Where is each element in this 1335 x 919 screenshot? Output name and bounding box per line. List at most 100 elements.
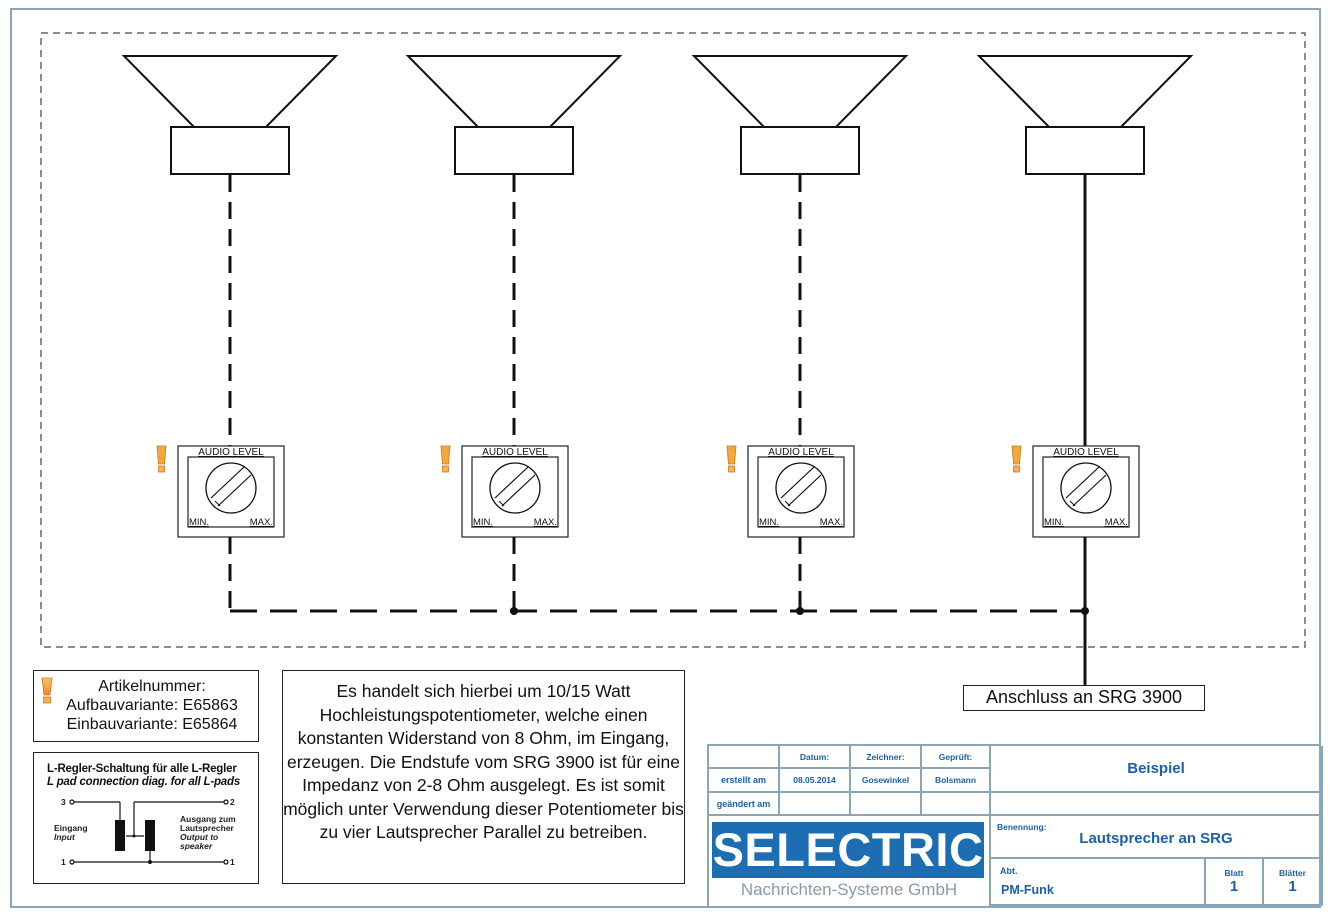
speaker-magnet [170, 126, 290, 175]
lpad-output-de1: Ausgang zum [180, 814, 236, 824]
tb-blatt: 1 [1229, 878, 1239, 895]
warning-icon [440, 445, 451, 465]
tb-geaendert-zeichner [851, 793, 922, 816]
knob-min-tick [214, 500, 221, 507]
knob [1060, 462, 1112, 514]
knob-min-tick [784, 500, 791, 507]
speaker-2: AUDIO LEVEL MIN. MAX. [405, 55, 623, 615]
lpad-pin-1-left: 1 [61, 857, 66, 867]
tb-benennung-cell: Benennung: Lautsprecher an SRG [991, 816, 1323, 859]
speaker-cone [121, 55, 339, 128]
speaker-magnet [740, 126, 860, 175]
speaker-3: AUDIO LEVEL MIN. MAX. [691, 55, 909, 615]
tb-header-datum: Datum: [780, 746, 851, 769]
tb-geaendert-datum [780, 793, 851, 816]
audio-level-label: AUDIO LEVEL [768, 447, 834, 458]
speaker-cone [976, 55, 1194, 128]
tb-blatt-label: Blatt [1224, 868, 1244, 878]
speaker-cone [405, 55, 623, 128]
knob-indicator-2 [1072, 474, 1107, 507]
tb-header-zeichner: Zeichner: [851, 746, 922, 769]
knob-indicator-1 [1065, 466, 1100, 499]
warning-icon [156, 445, 167, 465]
tb-blaetter-cell: Blätter 1 [1264, 859, 1323, 906]
tb-header-geprueft: Geprüft: [922, 746, 991, 769]
enclosure-boundary [40, 32, 1306, 648]
article-surface-mount: Aufbauvariante: E65863 [66, 697, 238, 714]
company-logo: SELECTRIC [712, 822, 984, 878]
lpad-pin-1-right: 1 [230, 857, 235, 867]
tb-project: Beispiel [991, 746, 1323, 793]
company-logo-area: SELECTRIC Nachrichten-Systeme GmbH [709, 816, 991, 908]
knob-indicator-1 [210, 466, 245, 499]
tb-benennung-label: Benennung: [997, 822, 1047, 832]
tb-erstellt-geprueft: Bolsmann [922, 769, 991, 793]
min-label: MIN. [1044, 517, 1064, 528]
tb-abt-label: Abt. [1000, 866, 1018, 876]
knob [775, 462, 827, 514]
knob-indicator-2 [787, 474, 822, 507]
connection-label: Anschluss an SRG 3900 [963, 685, 1205, 711]
min-label: MIN. [189, 517, 209, 528]
warning-icon [1011, 445, 1022, 465]
warning-icon [726, 445, 737, 465]
min-label: MIN. [473, 517, 493, 528]
tb-empty-corner [709, 746, 780, 769]
tb-erstellt-datum: 08.05.2014 [780, 769, 851, 793]
warning-icon-dot [1013, 465, 1020, 473]
lpad-title-en: L pad connection diag. for all L-pads [47, 776, 241, 788]
knob-indicator-1 [780, 466, 815, 499]
lpad-pin-3: 3 [61, 797, 66, 807]
lpad-pin-2: 2 [230, 797, 235, 807]
lpad-output-en1: Output to [180, 832, 219, 842]
audio-level-label: AUDIO LEVEL [1053, 447, 1119, 458]
max-label: MAX. [250, 517, 273, 528]
knob [489, 462, 541, 514]
max-label: MAX. [1105, 517, 1128, 528]
lpad-schematic [69, 799, 229, 865]
tb-benennung: Lautsprecher an SRG [1079, 830, 1233, 847]
explanation-note: Es handelt sich hierbei um 10/15 Watt Ho… [282, 670, 685, 884]
article-title: Artikelnummer: [98, 678, 206, 695]
title-block: Datum: Zeichner: Geprüft: erstellt am 08… [707, 744, 1323, 908]
tb-erstellt-zeichner: Gosewinkel [851, 769, 922, 793]
note-text: Es handelt sich hierbei um 10/15 Watt Ho… [283, 681, 684, 842]
speaker-magnet [454, 126, 574, 175]
tb-abt-cell: Abt. PM-Funk [991, 859, 1206, 906]
lpad-input-de: Eingang [54, 823, 88, 833]
audio-level-label: AUDIO LEVEL [482, 447, 548, 458]
tb-geaendert-geprueft [922, 793, 991, 816]
min-label: MIN. [759, 517, 779, 528]
lpad-resistor-series [115, 820, 125, 851]
tb-blaetter-label: Blätter [1279, 868, 1306, 878]
speaker-cone [691, 55, 909, 128]
warning-icon-dot [442, 465, 449, 473]
drawing-frame [10, 8, 1321, 908]
knob-indicator-2 [501, 474, 536, 507]
lpad-input-en: Input [54, 832, 75, 842]
knob-min-tick [1069, 500, 1076, 507]
tb-abt: PM-Funk [1001, 883, 1054, 897]
tb-blaetter: 1 [1288, 878, 1297, 895]
knob-min-tick [498, 500, 505, 507]
tb-blatt-cell: Blatt 1 [1206, 859, 1264, 906]
tb-empty-row [991, 793, 1323, 816]
tb-erstellt-label: erstellt am [709, 769, 780, 793]
max-label: MAX. [534, 517, 557, 528]
lpad-output-de2: Lautsprecher [180, 823, 234, 833]
article-flush-mount: Einbauvariante: E65864 [66, 716, 238, 733]
knob [205, 462, 257, 514]
lpad-output-en2: speaker [180, 841, 213, 851]
lpad-diagram-box: L-Regler-Schaltung für alle L-Regler L p… [33, 752, 259, 884]
company-subtitle: Nachrichten-Systeme GmbH [740, 880, 958, 899]
tb-geaendert-label: geändert am [709, 793, 780, 816]
speaker-4: AUDIO LEVEL MIN. MAX. [976, 55, 1194, 615]
max-label: MAX. [820, 517, 843, 528]
warning-icon-dot [728, 465, 735, 473]
article-number-box: Artikelnummer: Aufbauvariante: E65863 Ei… [33, 670, 259, 742]
warning-icon-dot [158, 465, 165, 473]
lpad-title-de: L-Regler-Schaltung für alle L-Regler [47, 763, 237, 775]
speaker-magnet [1025, 126, 1145, 175]
lpad-resistor-shunt [145, 820, 155, 851]
